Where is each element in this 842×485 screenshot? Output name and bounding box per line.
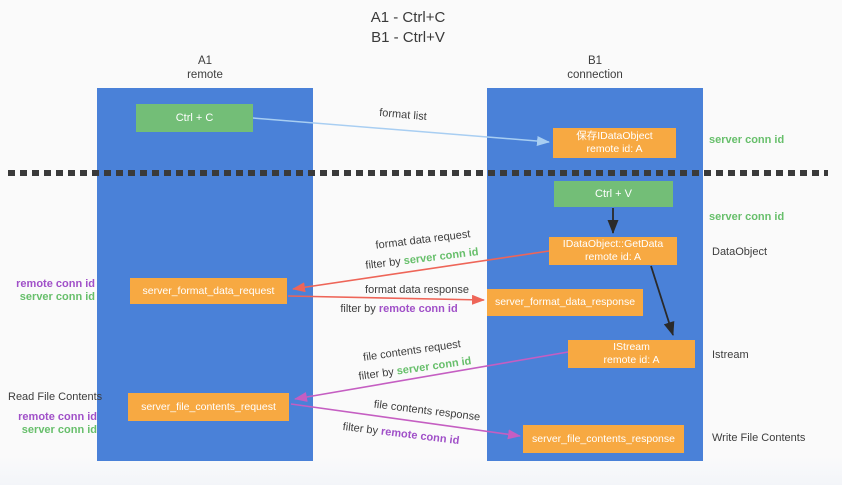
lane-b1-label: connection: [567, 69, 623, 81]
arrow-format-data-request: [292, 250, 550, 293]
filter-prefix: filter by: [340, 303, 376, 315]
arrow-format-list: [252, 117, 550, 147]
node-ctrl-v: Ctrl + V: [554, 181, 673, 207]
arrow-getdata-to-istream: [650, 265, 675, 336]
node-save-idataobject: 保存IDataObject remote id: A: [553, 128, 676, 158]
node-server-file-contents-request: server_file_contents_request: [128, 393, 289, 421]
edge-label-format-data-response: format data response: [365, 284, 469, 296]
arrow-file-contents-request: [294, 351, 569, 402]
diagram-title: A1 - Ctrl+C B1 - Ctrl+V: [308, 8, 508, 48]
node-ctrl-c: Ctrl + C: [136, 104, 253, 132]
annotation-read-file-contents: Read File Contents: [8, 391, 103, 403]
annotation-file-server-conn-id: server conn id: [21, 424, 97, 436]
node-ctrl-c-label: Ctrl + C: [175, 111, 214, 124]
edge-filter-format-data-response: filter by remote conn id: [338, 303, 460, 315]
filter-key-remote-conn-id: remote conn id: [378, 303, 458, 315]
title-line-a1: A1 - Ctrl+C: [370, 9, 446, 26]
node-istream-line2: remote id: A: [603, 354, 660, 366]
annotation-server-conn-id-top: server conn id: [709, 134, 785, 146]
lane-a1-id: A1: [197, 55, 213, 67]
node-format-response-label: server_format_data_response: [494, 296, 636, 308]
arrow-format-data-response: [287, 294, 485, 305]
annotation-format-remote-conn-id: remote conn id: [16, 278, 95, 290]
annotation-istream: Istream: [712, 349, 749, 361]
lane-header-a1: A1 remote: [97, 54, 313, 82]
node-getdata-line2: remote id: A: [584, 251, 642, 263]
node-save-idataobject-line1: 保存IDataObject: [576, 130, 653, 142]
node-getdata-line1: IDataObject::GetData: [562, 238, 664, 250]
node-istream: IStream remote id: A: [568, 340, 695, 368]
lane-b1-id: B1: [587, 55, 603, 67]
annotation-format-server-conn-id: server conn id: [19, 291, 95, 303]
node-server-format-data-response: server_format_data_response: [487, 289, 643, 316]
node-idataobject-getdata: IDataObject::GetData remote id: A: [549, 237, 677, 265]
arrow-file-contents-response: [290, 403, 521, 440]
node-format-request-label: server_format_data_request: [142, 284, 275, 297]
phase-divider-dashed-line: [8, 170, 828, 176]
annotation-format-conn-ids: remote conn id server conn id: [10, 278, 95, 304]
title-line-b1: B1 - Ctrl+V: [371, 29, 445, 46]
lane-a1-label: remote: [187, 69, 223, 81]
node-ctrl-v-label: Ctrl + V: [595, 187, 632, 200]
annotation-server-conn-id-mid: server conn id: [709, 211, 785, 223]
lane-header-b1: B1 connection: [487, 54, 703, 82]
annotation-write-file-contents: Write File Contents: [712, 432, 806, 444]
node-save-idataobject-line2: remote id: A: [586, 143, 643, 155]
annotation-file-conn-ids: remote conn id server conn id: [12, 411, 97, 437]
node-server-format-data-request: server_format_data_request: [130, 278, 287, 304]
annotation-file-remote-conn-id: remote conn id: [18, 411, 97, 423]
annotation-dataobject: DataObject: [712, 246, 768, 258]
node-istream-line1: IStream: [613, 341, 650, 353]
node-file-response-label: server_file_contents_response: [531, 432, 675, 445]
node-file-request-label: server_file_contents_request: [141, 400, 276, 413]
node-server-file-contents-response: server_file_contents_response: [523, 425, 684, 453]
